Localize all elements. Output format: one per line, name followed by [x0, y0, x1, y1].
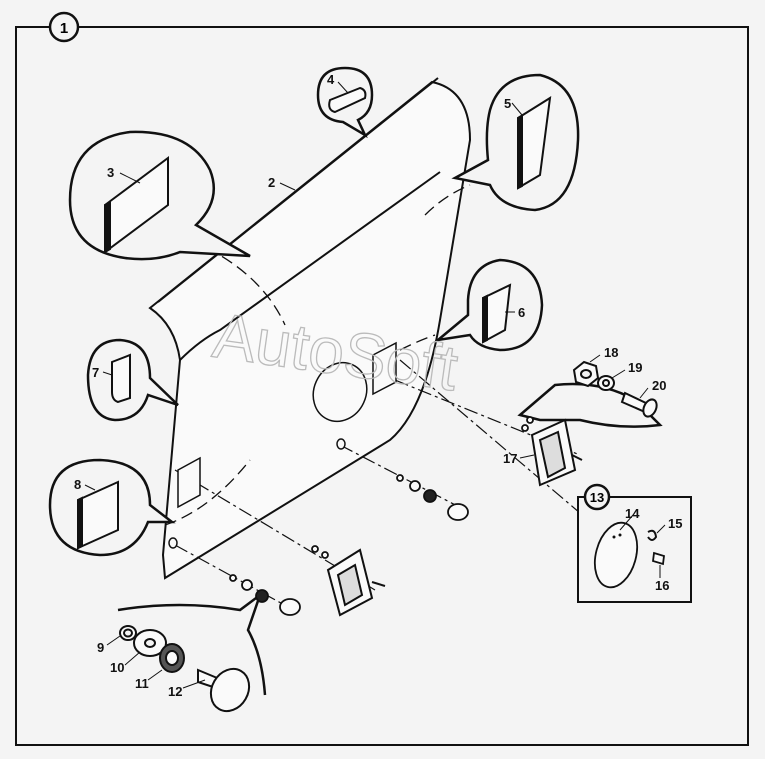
- callout-17: 17: [503, 451, 517, 466]
- callout-2: 2: [268, 175, 275, 190]
- callout-18: 18: [604, 345, 618, 360]
- detail-number: 13: [590, 490, 604, 505]
- callout-15: 15: [668, 516, 682, 531]
- panel-openings: [168, 341, 397, 549]
- door-panel: [148, 77, 472, 580]
- part-15-clip: [647, 529, 658, 541]
- callout-labels: 2 3 4 5 6 7 8 9 10 11 12 14 15 16 17 18 …: [74, 72, 682, 699]
- detail-13-box: 13: [577, 483, 692, 603]
- callout-16: 16: [655, 578, 669, 593]
- part-12-knob: [209, 667, 251, 713]
- callout-20: 20: [652, 378, 666, 393]
- callout-19: 19: [628, 360, 642, 375]
- callout-9: 9: [97, 640, 104, 655]
- part-14-cover: [593, 521, 639, 589]
- callout-10: 10: [110, 660, 124, 675]
- callout-12: 12: [168, 684, 182, 699]
- callout-5: 5: [504, 96, 511, 111]
- figure-number-badge: 1: [48, 11, 80, 43]
- bubble-parts: [77, 86, 552, 550]
- part-16-pin: [652, 551, 665, 566]
- callout-11: 11: [135, 676, 149, 691]
- lower-bubble-arc: [117, 591, 267, 696]
- part-4-strip: [328, 86, 367, 114]
- leader-lines: [84, 81, 666, 689]
- leader-arcs: [164, 184, 471, 526]
- callout-8: 8: [74, 477, 81, 492]
- knob-assembly: [119, 625, 251, 713]
- callout-7: 7: [92, 365, 99, 380]
- callout-4: 4: [327, 72, 335, 87]
- part-7-clip: [111, 353, 131, 404]
- hardware-stacks: [229, 416, 534, 616]
- callout-6: 6: [518, 305, 525, 320]
- callout-14: 14: [625, 506, 640, 521]
- figure-number: 1: [60, 20, 68, 37]
- callout-3: 3: [107, 165, 114, 180]
- latch-hardware: [326, 418, 583, 617]
- fastener-set: [572, 360, 658, 418]
